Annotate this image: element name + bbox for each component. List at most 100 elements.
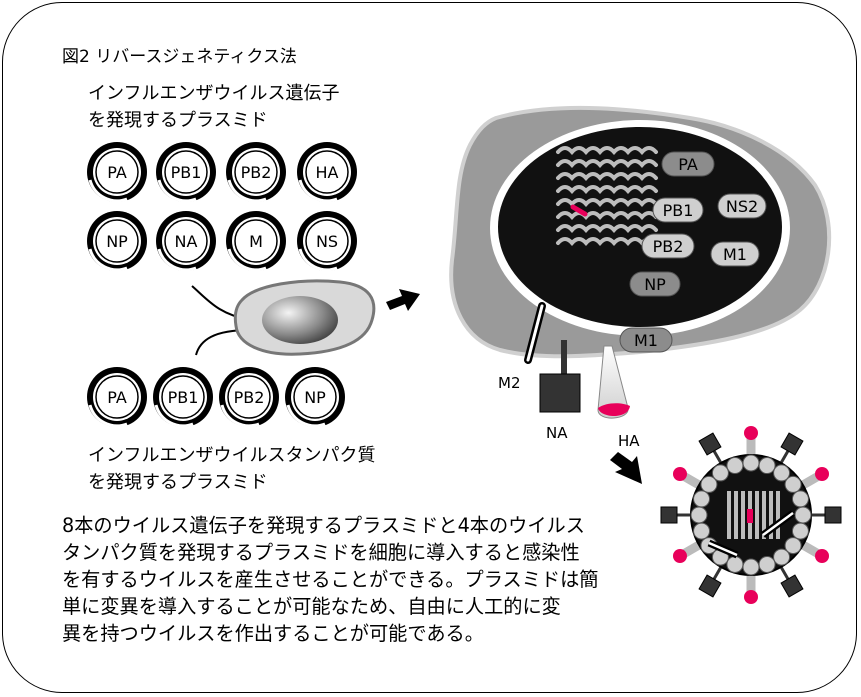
virion-ha-tip <box>815 549 830 563</box>
virion-matrix-protein <box>791 522 809 540</box>
virion-rnp <box>776 491 780 539</box>
virion-na-head <box>780 574 804 598</box>
host-cell-large <box>449 105 832 359</box>
virion-rnp <box>741 491 745 539</box>
cell-protein-label: M1 <box>723 245 747 264</box>
virion-matrix-protein <box>693 490 711 508</box>
caption-line: 単に変異を導入することが可能なため、自由に人工的に変 <box>62 595 561 618</box>
gene-heading-line-2: を発現するプラスミド <box>88 110 268 131</box>
protein-plasmid-pb1: PB1 <box>153 367 213 428</box>
gene-plasmid-pa: PA <box>87 142 147 203</box>
rna-segment <box>556 172 658 182</box>
cell-protein-pb1: PB1 <box>652 197 704 223</box>
rna-segment <box>556 198 658 208</box>
m2-protein <box>524 302 546 364</box>
rna-segment <box>556 237 658 247</box>
rna-segment <box>556 146 658 156</box>
virion-na-head <box>780 432 804 456</box>
plasmid-label: PB2 <box>241 163 272 182</box>
viral-rna-segments <box>556 146 658 247</box>
ha-protein <box>597 345 630 419</box>
caption-line: 8本のウイルス遺伝子を発現するプラスミドと4本のウイルス <box>62 514 585 537</box>
cell-protein-m1: M1 <box>619 327 673 353</box>
plasmid-label: NP <box>304 388 326 407</box>
gene-plasmid-m: M <box>226 211 286 272</box>
plasmid-label: NS <box>316 232 338 251</box>
virion-matrix-protein <box>758 457 776 475</box>
plasmid-label: PA <box>107 388 127 407</box>
rna-segment <box>556 211 658 221</box>
caption-line: を有するウイルスを産生させることができる。プラスミドは簡 <box>62 568 599 591</box>
virion-rnp <box>769 491 773 539</box>
plasmid-label: M <box>249 232 263 251</box>
protein-plasmid-heading: インフルエンザウイルスタンパク質 を発現するプラスミド <box>88 442 375 496</box>
virion-matrix-protein <box>791 490 809 508</box>
gene-plasmid-np: NP <box>87 211 147 272</box>
virion-matrix-protein <box>726 457 744 475</box>
virion-ha-tip <box>672 467 687 481</box>
process-arrow-down <box>610 452 642 484</box>
gene-plasmid-ha: HA <box>297 142 357 203</box>
virion-na-head <box>660 506 678 524</box>
influenza-virion <box>660 426 842 604</box>
rna-segment <box>556 159 658 169</box>
gene-plasmid-pb1: PB1 <box>156 142 216 203</box>
plasmid-label: PB2 <box>234 388 265 407</box>
plasmid-label: NA <box>175 232 198 251</box>
caption-line: 異を持つウイルスを作出することが可能である。 <box>62 622 484 645</box>
virion-na-head <box>698 574 722 598</box>
virion-rnp <box>734 491 738 539</box>
cell-protein-m1: M1 <box>710 241 760 267</box>
na-protein <box>539 340 581 413</box>
virion-ha-tip <box>672 549 687 563</box>
cell-protein-ns2: NS2 <box>717 193 767 219</box>
virion-mutation-mark <box>747 509 753 523</box>
virion-rnp <box>762 491 766 539</box>
gene-plasmid-group: PA PB1 PB2 HA NP NA M NS <box>87 142 357 272</box>
virion-na-head <box>698 432 722 456</box>
virion-matrix-protein <box>742 454 760 472</box>
protein-plasmid-pa: PA <box>87 367 147 428</box>
cell-protein-pb2: PB2 <box>641 233 695 259</box>
virion-matrix-protein <box>758 555 776 573</box>
cell-protein-label: NS2 <box>726 197 758 216</box>
gene-plasmid-ns: NS <box>297 211 357 272</box>
virion-na-head <box>824 506 842 524</box>
figure-title: 図2 リバースジェネティクス法 <box>62 47 297 67</box>
cell-protein-label: PB1 <box>663 201 694 220</box>
protein-plasmid-group: PA PB1 PB2 NP <box>87 367 345 428</box>
virion-ha-tip <box>744 590 758 604</box>
plasmid-label: NP <box>106 232 128 251</box>
protein-heading-line-1: インフルエンザウイルスタンパク質 <box>88 445 376 466</box>
virion-matrix-protein <box>742 558 760 576</box>
cell-protein-label: NP <box>644 275 666 294</box>
protein-plasmid-pb2: PB2 <box>219 367 279 428</box>
caption-line: タンパク質を発現するプラスミドを細胞に導入すると感染性 <box>62 541 580 564</box>
cell-protein-label: PA <box>678 155 698 174</box>
virion-matrix-protein <box>700 475 718 493</box>
virion-matrix-protein <box>773 464 791 482</box>
figure-caption: 8本のウイルス遺伝子を発現するプラスミドと4本のウイルス タンパク質を発現するプ… <box>62 512 598 647</box>
rna-segment <box>556 185 658 195</box>
virion-rnp <box>727 491 731 539</box>
protein-heading-line-2: を発現するプラスミド <box>88 472 268 493</box>
ha-label: HA <box>618 432 640 450</box>
virion-ha-tip <box>815 467 830 481</box>
protein-plasmid-np: NP <box>285 367 345 428</box>
process-arrow-right <box>386 289 420 311</box>
plasmid-label: PB1 <box>168 388 199 407</box>
plasmid-label: PA <box>107 163 127 182</box>
cell-protein-label: M1 <box>634 331 658 350</box>
virion-matrix-protein <box>784 537 802 555</box>
virion-matrix-protein <box>690 506 708 524</box>
plasmid-label: HA <box>316 163 339 182</box>
virion-m2-core <box>762 511 794 537</box>
virion-matrix-protein <box>711 464 729 482</box>
gene-plasmid-heading: インフルエンザウイルス遺伝子 を発現するプラスミド <box>88 80 339 134</box>
plasmid-label: PB1 <box>171 163 202 182</box>
cell-protein-pa: PA <box>661 151 715 177</box>
virion-ha-tip <box>744 426 758 440</box>
